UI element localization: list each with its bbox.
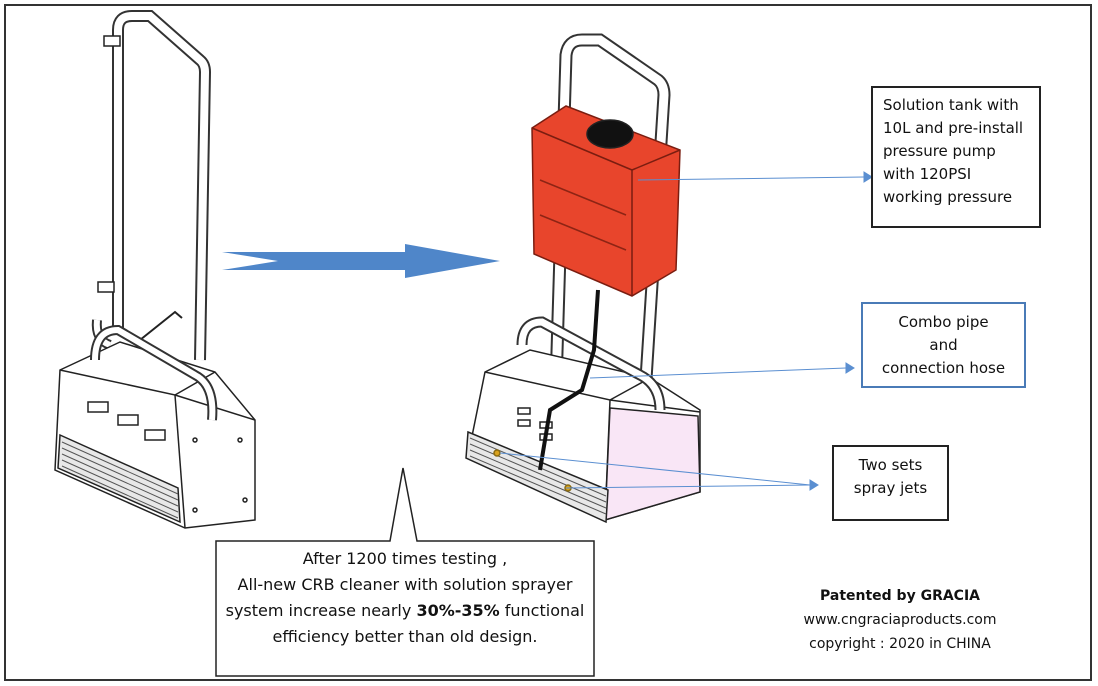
description-text: After 1200 times testing , All-new CRB c…	[216, 540, 594, 676]
patent-title: Patented by GRACIA	[819, 588, 980, 604]
old-crb-cleaner-illustration	[54, 10, 256, 529]
description-callout-shape	[215, 467, 595, 677]
solution-tank-illustration	[531, 105, 681, 297]
leader-lines	[499, 171, 873, 491]
tank-callout-line: 10L and pre-install	[883, 119, 1024, 137]
efficiency-percentage: 30%-35%	[416, 601, 500, 620]
pipe-callout-line: and	[929, 336, 958, 354]
tank-callout-line: pressure pump	[883, 142, 996, 160]
patent-copyright: copyright : 2020 in CHINA	[809, 636, 991, 652]
tank-callout-line: working pressure	[883, 188, 1013, 206]
jets-callout-line: Two sets	[858, 456, 923, 474]
patent-website: www.cngraciaproducts.com	[803, 612, 997, 628]
tank-callout-line: Solution tank with	[883, 96, 1019, 114]
jets-callout: Two sets spray jets	[832, 445, 949, 521]
description-line-2: All-new CRB cleaner with solution spraye…	[237, 575, 573, 594]
description-line-4: efficiency better than old design.	[272, 627, 538, 646]
new-crb-cleaner-illustration	[465, 33, 701, 524]
figure-frame	[4, 4, 1092, 681]
tank-callout: Solution tank with 10L and pre-install p…	[871, 86, 1041, 228]
pipe-callout-line: Combo pipe	[898, 313, 989, 331]
tank-callout-line: with 120PSI	[883, 165, 972, 183]
right-arrow-icon	[222, 244, 500, 278]
description-line-3: system increase nearly 30%-35% functiona…	[216, 598, 594, 624]
description-line-3-post: functional	[499, 601, 585, 620]
pipe-callout-line: connection hose	[881, 359, 1006, 377]
pipe-callout: Combo pipe and connection hose	[861, 302, 1026, 388]
description-line-1: After 1200 times testing ,	[302, 549, 508, 568]
description-line-3-pre: system increase nearly	[225, 601, 417, 620]
patent-info: Patented by GRACIA www.cngraciaproducts.…	[770, 584, 1030, 656]
jets-callout-line: spray jets	[853, 479, 928, 497]
